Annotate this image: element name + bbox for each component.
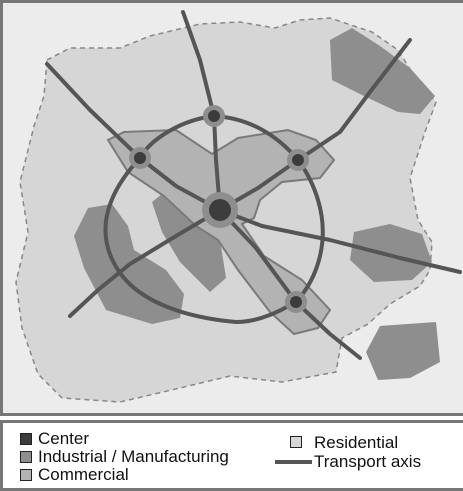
commercial-legend-label: Commercial xyxy=(38,465,129,484)
center-west xyxy=(134,152,146,164)
residential-legend-label: Residential xyxy=(314,433,399,452)
center-legend-swatch xyxy=(20,433,32,445)
industrial-area-central xyxy=(152,186,226,292)
center-legend-label: Center xyxy=(38,429,90,448)
industrial-legend-label: Industrial / Manufacturing xyxy=(38,447,229,466)
industrial-legend-swatch xyxy=(20,451,32,463)
commercial-corridor xyxy=(106,128,336,336)
transport-axis-east xyxy=(218,208,462,274)
center-north xyxy=(208,110,220,122)
center-east xyxy=(292,154,304,166)
industrial-area-southeast xyxy=(366,322,440,380)
commercial-legend-swatch xyxy=(20,469,32,481)
centers xyxy=(129,105,309,313)
center-south xyxy=(290,296,302,308)
legend-frame xyxy=(0,420,463,491)
transport-legend-label: Transport axis xyxy=(314,452,422,471)
industrial-area-northeast xyxy=(330,28,435,114)
center-main xyxy=(209,199,231,221)
industrial-area-east xyxy=(350,224,432,282)
residential-legend-swatch xyxy=(290,436,302,448)
transport-axis-northeast xyxy=(218,38,412,212)
transport-axis-southwest xyxy=(68,208,222,318)
